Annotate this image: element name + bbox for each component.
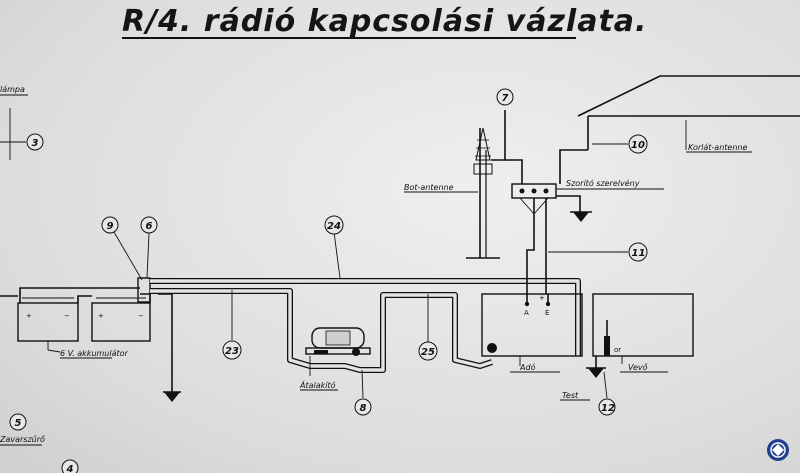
label-lampa: lámpa [0, 85, 25, 94]
callout-8: 8 [354, 369, 372, 416]
terminal-e-label: E [545, 309, 549, 317]
logo-seal [767, 439, 789, 461]
svg-text:+: + [26, 312, 32, 320]
label-atalakito: Átalakító [299, 379, 336, 390]
callout-10: 10 [592, 134, 648, 154]
transmitter-connector [487, 343, 497, 353]
cable-23-25-inner [150, 289, 493, 372]
rail-antenna-roof [577, 75, 800, 117]
callout-23: 23 [222, 290, 242, 360]
callout-9: 7 [496, 88, 514, 106]
terminal-a-label: A [524, 309, 529, 317]
svg-text:24: 24 [327, 221, 341, 232]
svg-text:−: − [64, 312, 70, 320]
label-test: Test [562, 391, 579, 400]
callout-12: 12 [598, 371, 616, 416]
label-korlat-antenne: Korlát-antenne [688, 143, 747, 152]
svg-text:10: 10 [631, 140, 645, 151]
svg-text:12: 12 [601, 403, 615, 414]
svg-text:+: + [539, 294, 545, 302]
label-zavarszuro: Zavarszűrő [0, 435, 45, 444]
callout-4: 4 [61, 459, 79, 473]
antenna-icon [466, 127, 500, 259]
transmitter-box [481, 293, 583, 357]
converter-icon [305, 327, 371, 356]
receiver-box [592, 293, 694, 357]
diagram-title: R/4. rádió kapcsolási vázlata. [122, 4, 647, 39]
antenna-feed [491, 110, 506, 161]
battery-wire-top [19, 287, 140, 303]
callout-6: 6 [140, 216, 158, 279]
svg-text:5: 5 [15, 418, 22, 429]
svg-text:3: 3 [32, 138, 39, 149]
terminal-or-label: or [614, 346, 621, 354]
battery-6v-left: + − [17, 297, 79, 342]
label-akkumulator: 6 V. akkumulátor [60, 349, 129, 358]
ground-symbol-battery [158, 293, 181, 402]
svg-text:7: 7 [502, 93, 509, 104]
callout-25: 25 [418, 294, 438, 361]
battery-wire-bridge [77, 295, 92, 303]
ground-symbol-test [586, 356, 606, 378]
label-vevo: Vevő [628, 363, 648, 372]
rail-to-clamp [559, 149, 588, 184]
callout-3: 3 [0, 133, 44, 151]
antenna-to-clamp [505, 159, 523, 184]
svg-text:25: 25 [421, 347, 435, 358]
svg-text:+: + [98, 312, 104, 320]
cable-23-25-outer [150, 288, 493, 373]
svg-text:−: − [138, 312, 144, 320]
svg-text:11: 11 [632, 248, 646, 259]
svg-text:8: 8 [360, 403, 367, 414]
svg-text:23: 23 [225, 346, 239, 357]
label-ado: Adó [519, 362, 536, 372]
callout-5: 5 [9, 413, 27, 431]
label-szorito: Szorító szerelvény [566, 178, 640, 188]
svg-text:9: 9 [107, 221, 114, 232]
svg-text:4: 4 [66, 464, 74, 473]
receiver-connector [604, 336, 610, 356]
cable-24-inner [150, 279, 580, 356]
battery-6v-right: + − [91, 297, 151, 342]
label-bot-antenne: Bot-antenne [404, 183, 454, 192]
callout-24: 24 [324, 215, 344, 279]
feed-to-a [526, 198, 535, 294]
svg-text:6: 6 [146, 221, 153, 232]
callout-11: 11 [548, 242, 648, 262]
callout-7: 9 [101, 216, 143, 281]
ground-symbol-clamp [556, 195, 592, 222]
